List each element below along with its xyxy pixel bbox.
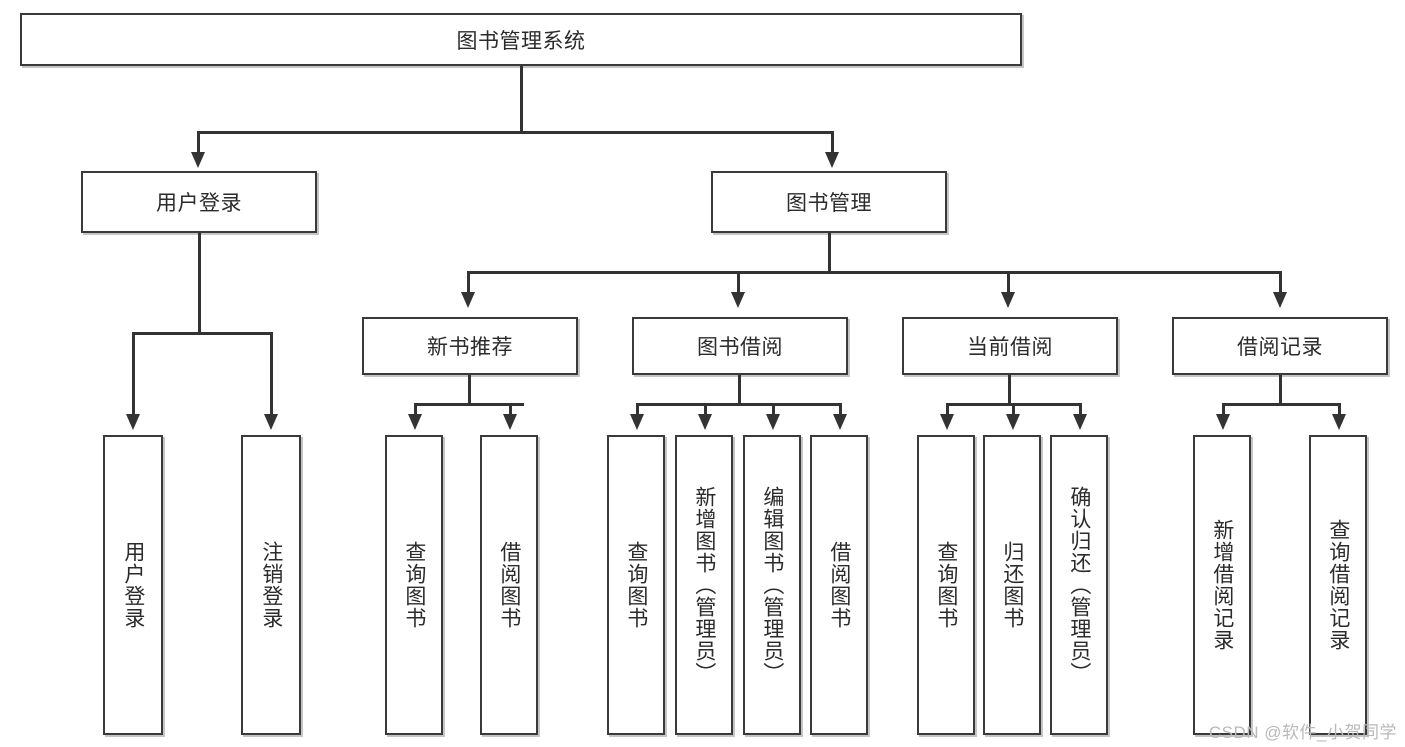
edge-root-to-user-login bbox=[197, 131, 200, 153]
arrowhead-bb-leaf-2 bbox=[698, 414, 712, 430]
arrowhead-book-borrow bbox=[731, 292, 745, 308]
node-label: 用户登录 bbox=[156, 192, 242, 215]
node-label: 新书推荐 bbox=[427, 336, 513, 359]
node-label: 借阅记录 bbox=[1237, 336, 1323, 359]
arrowhead-nbr-leaf-1 bbox=[408, 414, 422, 430]
arrowhead-user-login bbox=[191, 152, 205, 168]
node-label: 借阅图书 bbox=[497, 541, 521, 629]
node-book-management[interactable]: 图书管理 bbox=[711, 171, 947, 233]
arrowhead-bb-leaf-4 bbox=[833, 414, 847, 430]
edge-root-to-book-management bbox=[831, 131, 834, 153]
edge-cb-to-leaf-3 bbox=[1079, 403, 1082, 415]
arrowhead-cb-leaf-3 bbox=[1073, 414, 1087, 430]
node-leaf-bb-edit-book-admin[interactable]: 编辑图书（管理员） bbox=[743, 435, 801, 735]
node-leaf-cb-query-book[interactable]: 查询图书 bbox=[917, 435, 975, 735]
node-label: 编辑图书（管理员） bbox=[760, 486, 784, 684]
node-book-borrow[interactable]: 图书借阅 bbox=[632, 317, 848, 375]
watermark-csdn: CSDN @软件_小贺同学 bbox=[1208, 723, 1397, 742]
edge-root-stem bbox=[520, 66, 523, 133]
arrowhead-br-leaf-1 bbox=[1216, 414, 1230, 430]
arrowhead-bb-leaf-1 bbox=[630, 414, 644, 430]
node-label: 查询图书 bbox=[402, 541, 426, 629]
node-leaf-user-logout[interactable]: 注销登录 bbox=[241, 435, 301, 735]
edge-nbr-bus bbox=[414, 403, 524, 406]
node-leaf-bb-borrow-book[interactable]: 借阅图书 bbox=[810, 435, 868, 735]
edge-cb-stem bbox=[1008, 375, 1011, 405]
node-leaf-user-login[interactable]: 用户登录 bbox=[103, 435, 163, 735]
arrowhead-cb-leaf-2 bbox=[1006, 414, 1020, 430]
edge-nbr-to-leaf-1 bbox=[414, 403, 417, 415]
edge-bb-stem bbox=[738, 375, 741, 405]
edge-br-to-leaf-2 bbox=[1338, 403, 1341, 415]
edge-user-login-to-leaf-1 bbox=[132, 332, 135, 415]
arrowhead-user-login-leaf-1 bbox=[126, 414, 140, 430]
edge-bb-to-leaf-4 bbox=[839, 403, 842, 415]
edge-bm-to-new-book bbox=[467, 271, 470, 293]
arrowhead-nbr-leaf-2 bbox=[503, 414, 517, 430]
edge-br-to-leaf-1 bbox=[1222, 403, 1225, 415]
edge-root-bus bbox=[197, 131, 833, 134]
edge-cb-to-leaf-1 bbox=[946, 403, 949, 415]
node-label: 归还图书 bbox=[1000, 541, 1024, 629]
arrowhead-br-leaf-2 bbox=[1332, 414, 1346, 430]
node-leaf-nbr-query-book[interactable]: 查询图书 bbox=[385, 435, 443, 735]
node-user-login[interactable]: 用户登录 bbox=[81, 171, 317, 233]
edge-bb-bus bbox=[636, 403, 841, 406]
arrowhead-current-borrow bbox=[1001, 292, 1015, 308]
node-leaf-bb-add-book-admin[interactable]: 新增图书（管理员） bbox=[675, 435, 733, 735]
node-label: 查询借阅记录 bbox=[1326, 519, 1350, 651]
arrowhead-user-login-leaf-2 bbox=[264, 414, 278, 430]
node-current-borrow[interactable]: 当前借阅 bbox=[902, 317, 1118, 375]
node-label: 查询图书 bbox=[934, 541, 958, 629]
arrowhead-borrow-record bbox=[1273, 292, 1287, 308]
node-new-book-recommend[interactable]: 新书推荐 bbox=[362, 317, 578, 375]
node-leaf-br-add-record[interactable]: 新增借阅记录 bbox=[1193, 435, 1251, 735]
arrowhead-cb-leaf-1 bbox=[940, 414, 954, 430]
node-leaf-br-query-record[interactable]: 查询借阅记录 bbox=[1309, 435, 1367, 735]
node-root-book-management-system[interactable]: 图书管理系统 bbox=[20, 13, 1022, 66]
edge-br-bus bbox=[1222, 403, 1340, 406]
edge-nbr-stem bbox=[468, 375, 471, 405]
edge-user-login-bus bbox=[132, 332, 273, 335]
edge-nbr-to-leaf-2 bbox=[509, 403, 512, 415]
node-leaf-nbr-borrow-book[interactable]: 借阅图书 bbox=[480, 435, 538, 735]
node-label: 注销登录 bbox=[259, 541, 283, 629]
edge-bm-to-book-borrow bbox=[737, 271, 740, 293]
edge-book-management-stem bbox=[828, 233, 831, 273]
node-label: 当前借阅 bbox=[967, 336, 1053, 359]
arrowhead-new-book-recommend bbox=[461, 292, 475, 308]
node-label: 借阅图书 bbox=[827, 541, 851, 629]
node-leaf-bb-query-book[interactable]: 查询图书 bbox=[607, 435, 665, 735]
node-label: 新增图书（管理员） bbox=[692, 486, 716, 684]
node-label: 确认归还（管理员） bbox=[1067, 486, 1091, 684]
edge-bb-to-leaf-3 bbox=[772, 403, 775, 415]
node-label: 查询图书 bbox=[624, 541, 648, 629]
edge-bb-to-leaf-2 bbox=[704, 403, 707, 415]
arrowhead-bb-leaf-3 bbox=[766, 414, 780, 430]
node-leaf-cb-confirm-return-admin[interactable]: 确认归还（管理员） bbox=[1050, 435, 1108, 735]
edge-br-stem bbox=[1279, 375, 1282, 405]
node-leaf-cb-return-book[interactable]: 归还图书 bbox=[983, 435, 1041, 735]
node-label: 新增借阅记录 bbox=[1210, 519, 1234, 651]
node-label: 图书管理系统 bbox=[456, 29, 586, 53]
edge-bm-to-current-borrow bbox=[1007, 271, 1010, 293]
edge-cb-to-leaf-2 bbox=[1012, 403, 1015, 415]
arrowhead-book-management bbox=[825, 152, 839, 168]
edge-bb-to-leaf-1 bbox=[636, 403, 639, 415]
node-label: 图书借阅 bbox=[697, 336, 783, 359]
edge-bm-to-borrow-record bbox=[1279, 271, 1282, 293]
node-label: 图书管理 bbox=[786, 192, 872, 215]
edge-user-login-stem bbox=[198, 233, 201, 334]
node-label: 用户登录 bbox=[121, 541, 145, 629]
edge-user-login-to-leaf-2 bbox=[270, 332, 273, 415]
edge-book-management-bus bbox=[467, 271, 1282, 274]
node-borrow-record[interactable]: 借阅记录 bbox=[1172, 317, 1388, 375]
